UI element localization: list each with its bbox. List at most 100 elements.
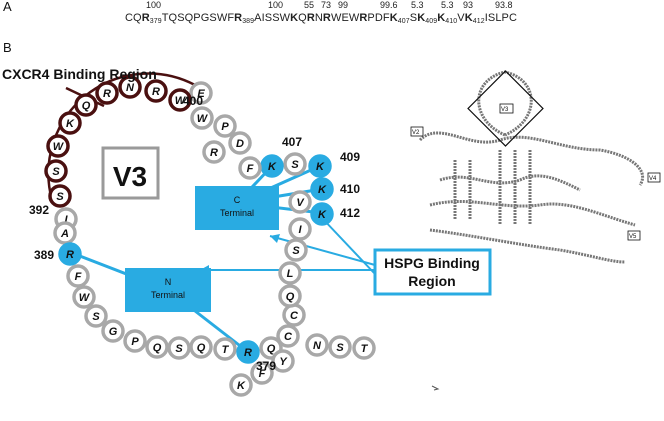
middle-trace-2 bbox=[429, 199, 636, 227]
v4-label: V4 bbox=[649, 176, 657, 182]
residue-s: S bbox=[283, 152, 307, 176]
sequence-segment: N bbox=[314, 12, 323, 24]
strand-trace bbox=[429, 228, 626, 264]
label-379: 379 bbox=[256, 359, 276, 373]
svg-text:S: S bbox=[292, 245, 300, 257]
residue-e: E bbox=[189, 81, 213, 105]
svg-text:W: W bbox=[175, 95, 187, 107]
svg-text:P: P bbox=[131, 336, 139, 348]
sequence-segment: K bbox=[417, 12, 426, 24]
residue-p: P bbox=[213, 114, 237, 138]
svg-text:R: R bbox=[210, 147, 218, 159]
helix-traces bbox=[498, 150, 532, 225]
helix-traces-left bbox=[453, 160, 472, 220]
hspg-label-line2: Region bbox=[408, 273, 455, 289]
residue-s: S bbox=[48, 184, 72, 208]
label-412: 412 bbox=[340, 206, 360, 220]
residue-r: R bbox=[58, 242, 82, 266]
residue-f: F bbox=[238, 156, 262, 180]
residue-w: W bbox=[190, 106, 214, 130]
svg-text:S: S bbox=[92, 311, 100, 323]
score-label: 100 bbox=[268, 0, 284, 10]
svg-text:Q: Q bbox=[267, 343, 276, 355]
svg-text:F: F bbox=[75, 271, 82, 283]
score-label: 55 bbox=[304, 0, 315, 10]
residue-r: R bbox=[144, 79, 168, 103]
residue-i: I bbox=[288, 217, 312, 241]
residue-w: W bbox=[168, 88, 192, 112]
residue-w: W bbox=[72, 285, 96, 309]
v3-highlight-diamond bbox=[467, 70, 544, 147]
sequence-segment: TQSQPGSWF bbox=[161, 12, 235, 24]
residue-q: Q bbox=[189, 335, 213, 359]
residue-v: V bbox=[288, 190, 312, 214]
residue-s: S bbox=[84, 304, 108, 328]
small-mark bbox=[431, 385, 440, 391]
sequence-segment: AISSW bbox=[254, 12, 291, 24]
svg-text:C: C bbox=[284, 331, 293, 343]
sequence-segment: CQ bbox=[125, 12, 142, 24]
svg-text:F: F bbox=[247, 163, 254, 175]
c-terminal-line1: C bbox=[234, 195, 241, 205]
residue-r: R bbox=[95, 81, 119, 105]
svg-text:K: K bbox=[268, 161, 277, 173]
svg-text:E: E bbox=[197, 88, 205, 100]
v3-small-label-box bbox=[499, 103, 514, 114]
svg-text:I: I bbox=[64, 214, 68, 226]
sequence-segment: V bbox=[457, 12, 465, 24]
svg-text:K: K bbox=[316, 161, 325, 173]
residue-k: K bbox=[308, 154, 332, 178]
v3-small-label: V3 bbox=[501, 107, 509, 113]
residue-d: D bbox=[228, 131, 252, 155]
svg-text:N: N bbox=[313, 340, 322, 352]
sequence-segment: K bbox=[437, 12, 446, 24]
svg-text:W: W bbox=[53, 141, 65, 153]
svg-text:R: R bbox=[66, 249, 74, 261]
score-label: 100 bbox=[146, 0, 162, 10]
c-terminal-line2: Terminal bbox=[220, 208, 254, 218]
sequence-segment: WEW bbox=[330, 12, 360, 24]
residue-w: W bbox=[46, 134, 70, 158]
n-terminal-line1: N bbox=[165, 277, 172, 287]
sequence-segment: R bbox=[359, 12, 368, 24]
sequence-segment: K bbox=[389, 12, 398, 24]
sequence-segment: K bbox=[464, 12, 473, 24]
svg-text:Q: Q bbox=[197, 342, 206, 354]
svg-text:R: R bbox=[244, 347, 252, 359]
residue-s: S bbox=[284, 238, 308, 262]
residue-number: 410 bbox=[445, 18, 458, 25]
svg-text:A: A bbox=[60, 228, 69, 240]
hspg-arrowhead-c bbox=[270, 234, 280, 243]
residue-q: Q bbox=[74, 93, 98, 117]
label-392: 392 bbox=[29, 203, 49, 217]
residue-l: L bbox=[278, 261, 302, 285]
label-407: 407 bbox=[282, 135, 302, 149]
label-389: 389 bbox=[34, 248, 54, 262]
svg-text:W: W bbox=[79, 292, 91, 304]
sequence-segment: ISLPC bbox=[484, 12, 518, 24]
v3-loop-label: V3 bbox=[113, 161, 147, 192]
score-label: 99 bbox=[338, 0, 349, 10]
residue-q: Q bbox=[145, 335, 169, 359]
svg-text:F: F bbox=[259, 368, 266, 380]
residue-t: T bbox=[352, 336, 376, 360]
svg-text:V: V bbox=[296, 197, 305, 209]
svg-text:Y: Y bbox=[279, 356, 288, 368]
svg-text:T: T bbox=[222, 344, 230, 356]
svg-text:G: G bbox=[109, 326, 118, 338]
v4-label-box bbox=[647, 172, 661, 183]
residue-k: K bbox=[229, 373, 253, 397]
residue-r: R bbox=[202, 140, 226, 164]
residue-q: Q bbox=[278, 284, 302, 308]
svg-text:K: K bbox=[318, 184, 327, 196]
v3-loop-trace bbox=[477, 70, 533, 137]
svg-text:L: L bbox=[287, 268, 294, 280]
residue-k: K bbox=[58, 111, 82, 135]
sequence-segment: S bbox=[409, 12, 418, 24]
c-terminal-box bbox=[195, 186, 279, 230]
panel-a-label: A bbox=[3, 0, 12, 14]
sequence-segment: R bbox=[141, 12, 150, 24]
hspg-region-box bbox=[373, 248, 492, 296]
